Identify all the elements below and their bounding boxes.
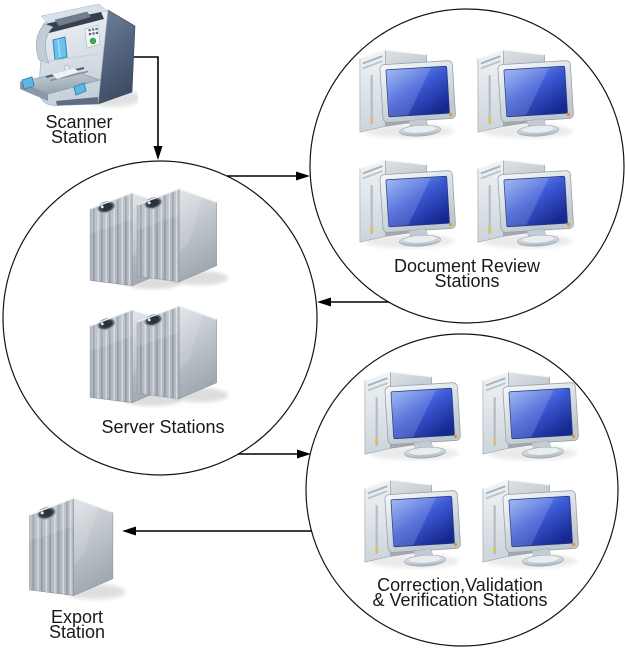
label-line: Scanner <box>45 112 113 132</box>
arrow-document-review-to-servers <box>317 297 389 307</box>
workstation-icon <box>348 38 466 140</box>
workstation-icon <box>471 360 589 462</box>
server-towers-pair-bottom <box>83 295 233 413</box>
label-line: Document Review <box>393 256 541 276</box>
workstation-icon <box>466 38 584 140</box>
server-tower-icon <box>137 306 228 402</box>
workstation-icon <box>471 468 589 570</box>
document-review-circle <box>309 8 625 324</box>
workstation-icon <box>353 360 471 462</box>
arrow-servers-to-correction <box>238 449 311 459</box>
scanner-station-label: Scanner Station <box>14 112 144 147</box>
label-line: & Verification Stations <box>372 590 548 610</box>
document-review-label: Document Review Stations <box>317 256 617 291</box>
server-tower-icon <box>137 189 228 285</box>
label-line: Export <box>50 607 104 627</box>
export-station-label: Export Station <box>17 607 137 642</box>
server-stations-label: Server Stations <box>63 417 263 437</box>
label-line: Stations <box>434 271 500 291</box>
export-tower-icon <box>22 487 127 603</box>
workstation-icon <box>348 148 466 250</box>
scanner-icon <box>12 0 138 116</box>
arrow-correction-to-export <box>122 526 312 536</box>
workstation-icon <box>466 148 584 250</box>
label-line: Station <box>48 622 106 642</box>
correction-validation-label: Correction,Validation & Verification Sta… <box>310 575 610 610</box>
label-line: Correction,Validation <box>377 575 543 595</box>
workstation-icon <box>353 468 471 570</box>
label-line: Station <box>50 127 108 147</box>
arrow-scanner-to-servers <box>124 56 163 160</box>
arrow-servers-to-document-review <box>227 171 310 181</box>
server-towers-pair-top <box>83 178 233 296</box>
label-line: Server Stations <box>101 417 225 437</box>
correction-validation-circle <box>305 333 619 647</box>
server-stations-circle <box>2 160 318 476</box>
